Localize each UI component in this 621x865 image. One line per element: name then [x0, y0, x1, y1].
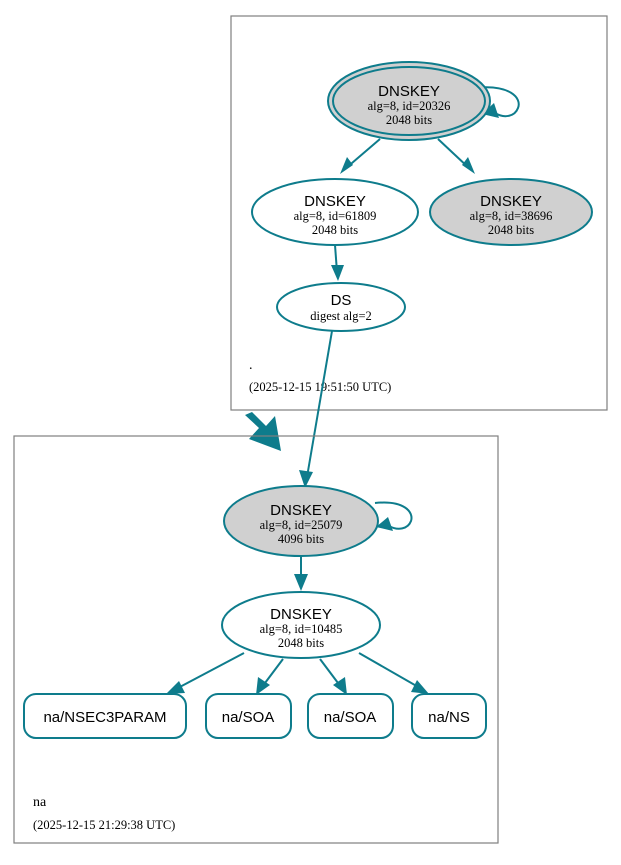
- zone-label-root: .: [249, 358, 253, 373]
- rrset-na-soa-2-box: [307, 693, 394, 739]
- zone-cluster-root-border: [230, 15, 608, 411]
- node-na-ksk-ring: [223, 485, 379, 557]
- node-root-ksk[interactable]: DNSKEY alg=8, id=20326 2048 bits: [327, 61, 491, 141]
- zone-cluster-root: . (2025-12-15 19:51:50 UTC) DNSKEY alg=8…: [230, 15, 608, 411]
- zone-label-na: na: [33, 795, 47, 810]
- node-root-zsk-61809[interactable]: DNSKEY alg=8, id=61809 2048 bits: [251, 178, 419, 246]
- node-na-zsk-algid: alg=8, id=10485: [260, 622, 343, 636]
- node-root-ds-ring: [276, 282, 406, 332]
- rrset-na-soa-1-box: [205, 693, 292, 739]
- rrset-na-soa-1[interactable]: na/SOA: [205, 693, 292, 739]
- node-root-ds-digest: digest alg=2: [310, 309, 372, 323]
- arrowhead-rr-soa-2: [333, 677, 347, 695]
- node-root-ksk-keysize: 2048 bits: [386, 113, 432, 127]
- arrowhead-na-ksk: [299, 470, 313, 488]
- zone-cluster-na-border: [13, 435, 499, 844]
- node-root-key-38696-algid: alg=8, id=38696: [470, 209, 553, 223]
- arrowhead-root-key38696: [462, 157, 475, 174]
- rrset-na-soa-1-label: na/SOA: [222, 709, 275, 726]
- node-root-ksk-title: DNSKEY: [378, 83, 440, 100]
- rrset-na-soa-2-label: na/SOA: [324, 709, 377, 726]
- edge-na-ksk-to-zsk: [294, 556, 308, 591]
- edge-na-zsk-to-soa-1: [256, 658, 284, 695]
- node-root-key-38696-ring: [429, 178, 593, 246]
- rrset-na-nsec3param-label: na/NSEC3PARAM: [43, 709, 166, 726]
- node-root-ksk-inner-ring: [332, 66, 486, 136]
- node-na-ksk-keysize: 4096 bits: [278, 532, 324, 546]
- zone-cluster-na: na (2025-12-15 21:29:38 UTC): [13, 435, 499, 844]
- rrset-na-ns-label: na/NS: [428, 709, 470, 726]
- rrset-na-nsec3param-box: [23, 693, 187, 739]
- arrowhead-na-zsk: [294, 574, 308, 591]
- node-root-ksk-algid: alg=8, id=20326: [368, 99, 451, 113]
- arrowhead-rr-ns: [411, 680, 429, 694]
- node-na-zsk-ring: [221, 591, 381, 659]
- node-root-zsk-keysize: 2048 bits: [312, 223, 358, 237]
- rrset-na-ns-box: [411, 693, 487, 739]
- edge-root-ksk-to-key38696: [437, 138, 475, 174]
- arrowhead-root-ds: [331, 265, 344, 281]
- edge-root-zsk-to-ds: [331, 244, 344, 281]
- arrowhead-rr-nsec3param: [166, 681, 185, 694]
- node-na-ksk-title: DNSKEY: [270, 502, 332, 519]
- rrset-na-ns[interactable]: na/NS: [411, 693, 487, 739]
- arrowhead-zone-delegation: [245, 412, 281, 451]
- rrset-na-nsec3param[interactable]: na/NSEC3PARAM: [23, 693, 187, 739]
- node-na-zsk-keysize: 2048 bits: [278, 636, 324, 650]
- arrowhead-na-ksk-self: [376, 517, 393, 531]
- node-root-key-38696[interactable]: DNSKEY alg=8, id=38696 2048 bits: [429, 178, 593, 246]
- edge-na-zsk-to-ns: [358, 652, 429, 694]
- node-root-zsk-title: DNSKEY: [304, 193, 366, 210]
- node-root-zsk-ring: [251, 178, 419, 246]
- node-na-ksk[interactable]: DNSKEY alg=8, id=25079 4096 bits: [223, 485, 379, 557]
- edge-na-zsk-to-soa-2: [319, 658, 347, 695]
- node-root-ds[interactable]: DS digest alg=2: [276, 282, 406, 332]
- zone-timestamp-na: (2025-12-15 21:29:38 UTC): [33, 818, 175, 832]
- node-root-zsk-algid: alg=8, id=61809: [294, 209, 377, 223]
- edge-na-ksk-self-loop: [374, 501, 413, 531]
- edge-root-ksk-to-zsk: [340, 138, 381, 174]
- arrowhead-rr-soa-1: [256, 677, 270, 695]
- node-na-ksk-algid: alg=8, id=25079: [260, 518, 343, 532]
- rrset-na-soa-2[interactable]: na/SOA: [307, 693, 394, 739]
- arrowhead-root-zsk: [340, 157, 353, 174]
- node-root-key-38696-keysize: 2048 bits: [488, 223, 534, 237]
- node-na-zsk-title: DNSKEY: [270, 606, 332, 623]
- edge-zone-delegation-root-to-na: [245, 412, 281, 451]
- node-na-zsk[interactable]: DNSKEY alg=8, id=10485 2048 bits: [221, 591, 381, 659]
- edge-ds-to-na-ksk: [299, 330, 333, 488]
- zone-timestamp-root: (2025-12-15 19:51:50 UTC): [249, 380, 391, 394]
- edge-na-zsk-to-nsec3param: [166, 652, 245, 694]
- node-root-key-38696-title: DNSKEY: [480, 193, 542, 210]
- node-root-ds-title: DS: [331, 292, 352, 309]
